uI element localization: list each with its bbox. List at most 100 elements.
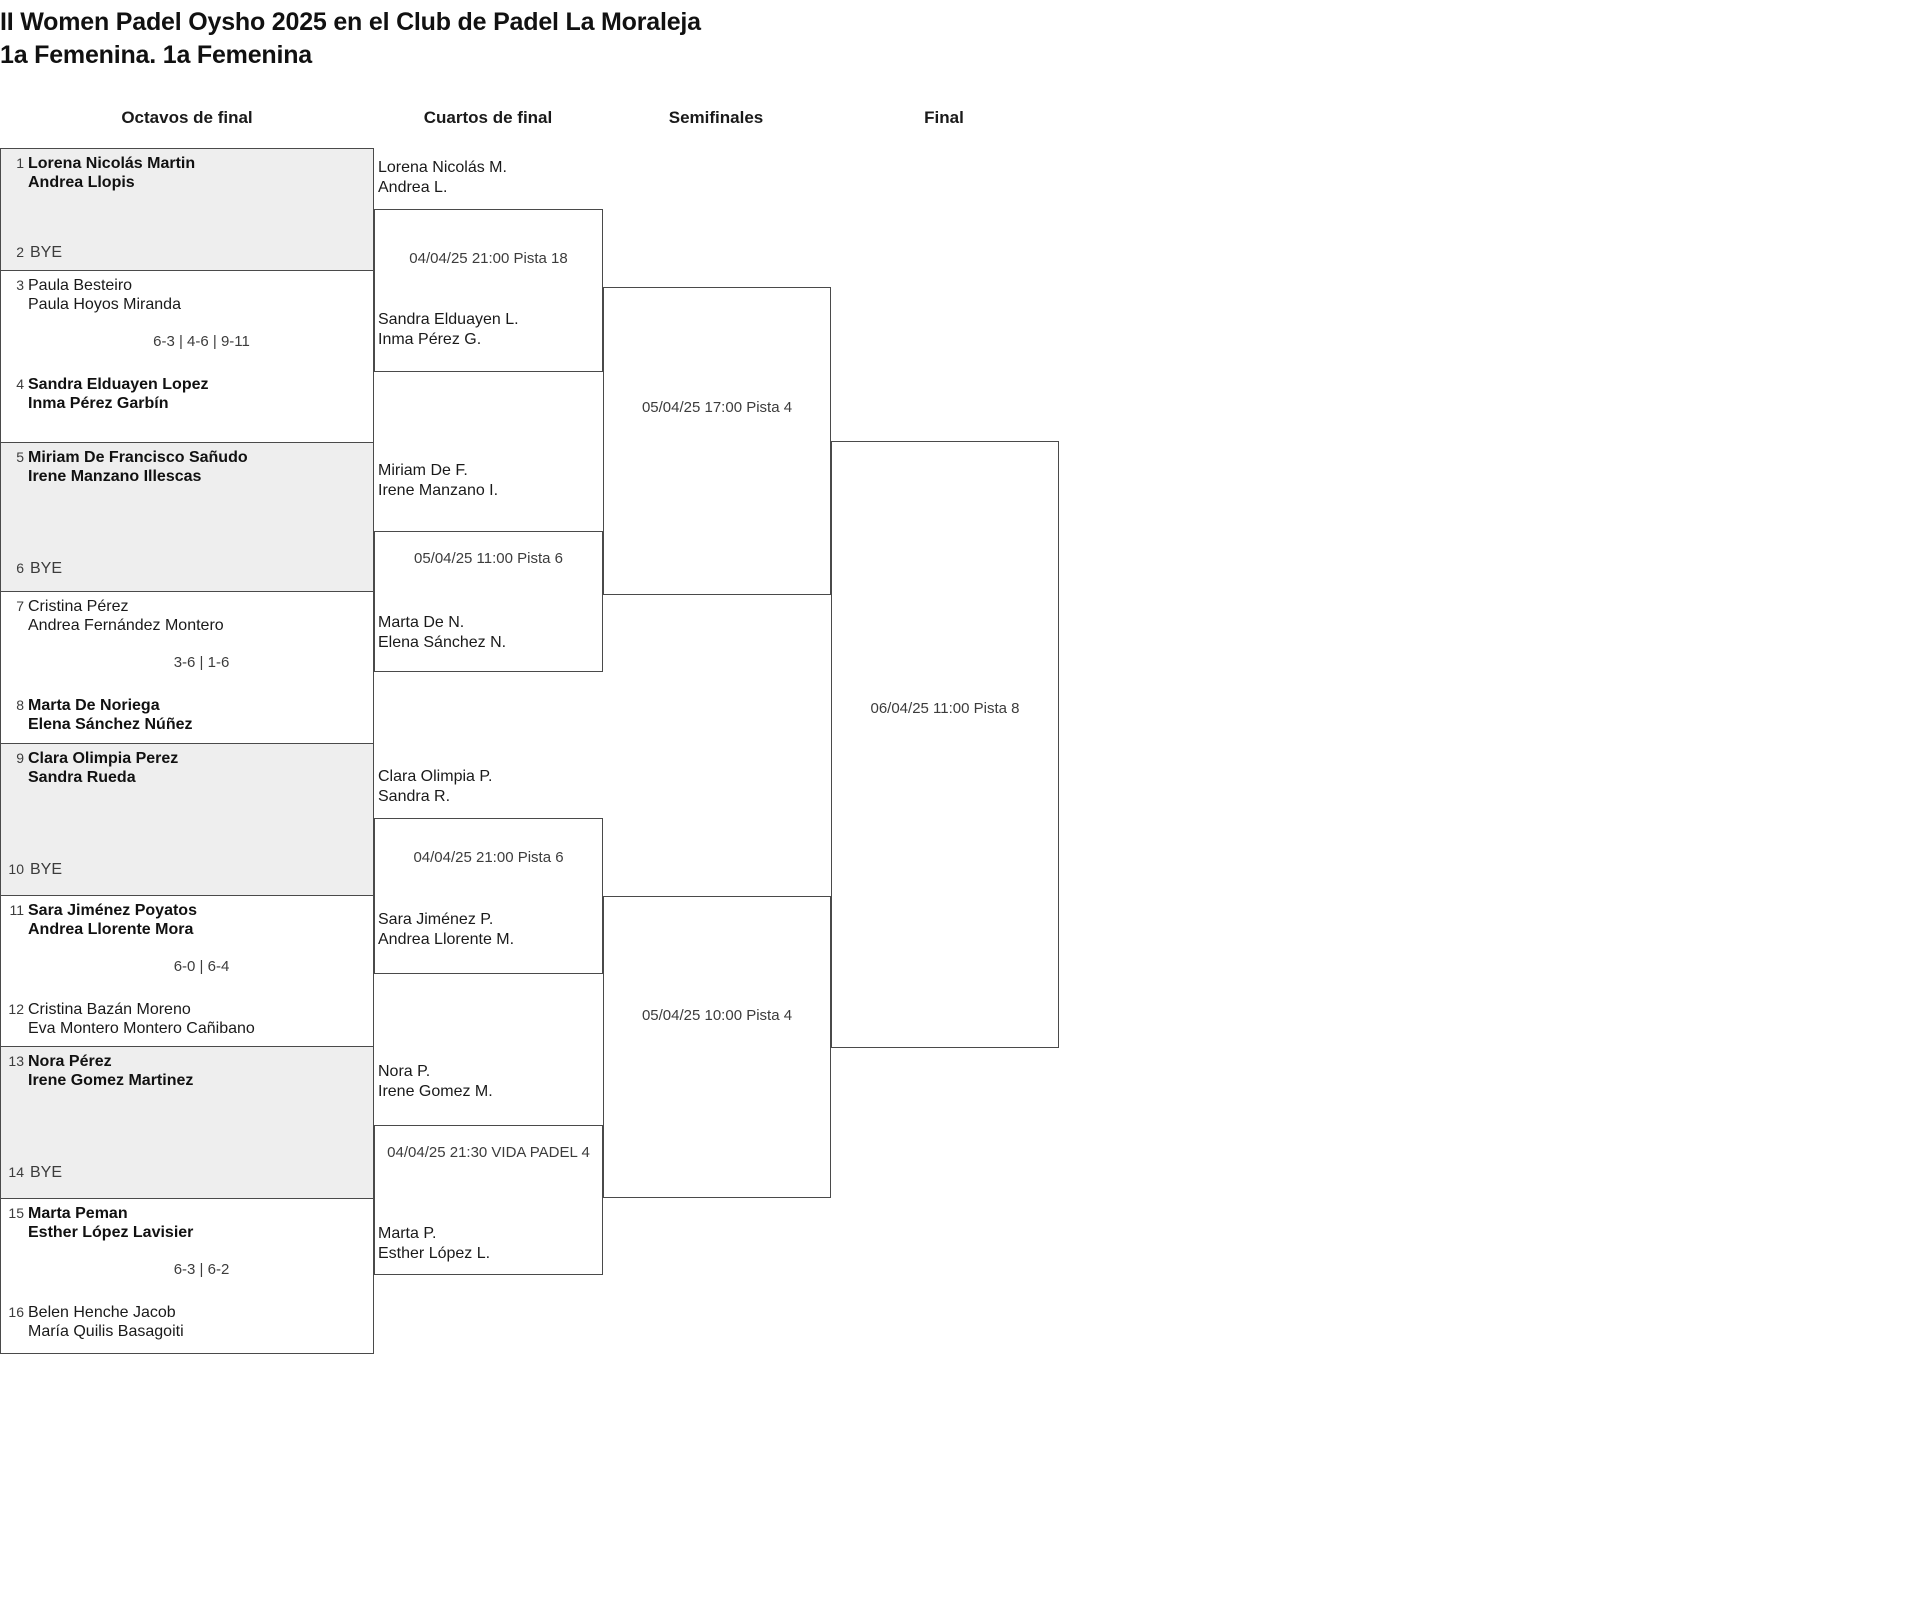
r16-slot-4-top[interactable]: 7 Cristina Pérez Andrea Fernández Monter… [1, 597, 375, 635]
qf1-team-top: Lorena Nicolás M. Andrea L. [378, 158, 608, 198]
qf3-match-box[interactable] [374, 818, 603, 974]
seed-number: 10 [8, 861, 24, 877]
r16-slot-4-bottom[interactable]: 8 Marta De Noriega Elena Sánchez Núñez [1, 696, 375, 734]
qf2-match-label: 05/04/25 11:00 Pista 6 [413, 550, 563, 567]
player-2: Irene Gomez M. [378, 1083, 493, 1100]
qf2-team-top: Miriam De F. Irene Manzano I. [378, 461, 608, 501]
player-2: Irene Gomez Martinez [28, 1072, 194, 1089]
r16-slot-1-top[interactable]: 1 Lorena Nicolás Martin Andrea Llopis [1, 154, 375, 192]
team-names: Sara Jiménez Poyatos Andrea Llorente Mor… [28, 901, 197, 939]
player-1: Marta De Noriega [28, 697, 160, 714]
player-2: Sandra R. [378, 788, 451, 805]
sf2-match-box[interactable] [603, 896, 831, 1198]
player-1: Sara Jiménez P. [378, 911, 494, 928]
team-names: Nora Pérez Irene Gomez Martinez [28, 1052, 193, 1090]
qf4-team-bottom: Marta P. Esther López L. [378, 1224, 608, 1264]
r16-slot-8-top[interactable]: 15 Marta Peman Esther López Lavisier [1, 1204, 375, 1242]
r16-match-8[interactable]: 15 Marta Peman Esther López Lavisier 6-3… [0, 1199, 374, 1354]
player-2: Andrea Llopis [28, 174, 135, 191]
player-2: Andrea L. [378, 179, 448, 196]
player-2: Elena Sánchez N. [378, 634, 507, 651]
bye-label: BYE [30, 244, 63, 261]
qf2-match-box[interactable] [374, 531, 603, 672]
player-2: Irene Manzano Illescas [28, 468, 202, 485]
r16-match-1[interactable]: 1 Lorena Nicolás Martin Andrea Llopis 2 … [0, 148, 374, 271]
r16-slot-2-top[interactable]: 3 Paula Besteiro Paula Hoyos Miranda [1, 276, 375, 314]
qf3-match-label: 04/04/25 21:00 Pista 6 [413, 849, 564, 866]
r16-match-5[interactable]: 9 Clara Olimpia Perez Sandra Rueda 10 BY… [0, 744, 374, 896]
player-1: Clara Olimpia Perez [28, 750, 179, 767]
r16-match-4[interactable]: 7 Cristina Pérez Andrea Fernández Monter… [0, 592, 374, 744]
qf4-match-label: 04/04/25 21:30 VIDA PADEL 4 [387, 1144, 590, 1161]
seed-number: 16 [8, 1304, 24, 1320]
seed-number: 15 [8, 1205, 24, 1221]
r16-slot-6-top[interactable]: 11 Sara Jiménez Poyatos Andrea Llorente … [1, 901, 375, 939]
final-match-box[interactable] [831, 441, 1059, 1048]
r16-slot-2-bottom[interactable]: 4 Sandra Elduayen Lopez Inma Pérez Garbí… [1, 375, 375, 413]
player-1: Marta De N. [378, 614, 465, 631]
r16-slot-8-bottom[interactable]: 16 Belen Henche Jacob María Quilis Basag… [1, 1303, 375, 1341]
match-score: 6-0 | 6-4 [173, 958, 230, 975]
seed-number: 13 [8, 1053, 24, 1069]
player-1: Sandra Elduayen Lopez [28, 376, 209, 393]
seed-number: 9 [16, 750, 24, 766]
player-1: Belen Henche Jacob [28, 1304, 176, 1321]
page-title: II Women Padel Oysho 2025 en el Club de … [0, 6, 1100, 72]
r16-slot-5-bottom[interactable]: 10 BYE [1, 860, 375, 879]
player-1: Sara Jiménez Poyatos [28, 902, 197, 919]
seed-number: 8 [16, 697, 24, 713]
r16-slot-1-bottom[interactable]: 2 BYE [1, 243, 375, 262]
player-1: Miriam De Francisco Sañudo [28, 449, 248, 466]
qf2-team-bottom: Marta De N. Elena Sánchez N. [378, 613, 608, 653]
title-line-2: 1a Femenina. 1a Femenina [0, 41, 312, 69]
round-header-semifinales: Semifinales [668, 108, 764, 127]
player-1: Cristina Bazán Moreno [28, 1001, 191, 1018]
r16-slot-7-bottom[interactable]: 14 BYE [1, 1163, 375, 1182]
team-names: Miriam De Francisco Sañudo Irene Manzano… [28, 448, 248, 486]
player-2: Inma Pérez G. [378, 331, 482, 348]
player-2: Irene Manzano I. [378, 482, 499, 499]
qf3-team-top: Clara Olimpia P. Sandra R. [378, 767, 608, 807]
r16-slot-5-top[interactable]: 9 Clara Olimpia Perez Sandra Rueda [1, 749, 375, 787]
team-names: Sandra Elduayen Lopez Inma Pérez Garbín [28, 375, 208, 413]
player-2: Elena Sánchez Núñez [28, 716, 193, 733]
player-1: Paula Besteiro [28, 277, 133, 294]
seed-number: 11 [9, 902, 24, 918]
team-names: Cristina Pérez Andrea Fernández Montero [28, 597, 224, 635]
sf1-match-box[interactable] [603, 287, 831, 595]
player-1: Clara Olimpia P. [378, 768, 493, 785]
player-1: Sandra Elduayen L. [378, 311, 519, 328]
player-2: Sandra Rueda [28, 769, 136, 786]
r16-slot-3-bottom[interactable]: 6 BYE [1, 559, 375, 578]
team-names: Cristina Bazán Moreno Eva Montero Monter… [28, 1000, 255, 1038]
sf1-match-label: 05/04/25 17:00 Pista 4 [641, 399, 793, 416]
seed-number: 14 [8, 1164, 24, 1180]
player-1: Cristina Pérez [28, 598, 129, 615]
player-1: Lorena Nicolás Martin [28, 155, 196, 172]
qf4-match-box[interactable] [374, 1125, 603, 1275]
r16-match-2[interactable]: 3 Paula Besteiro Paula Hoyos Miranda 6-3… [0, 271, 374, 443]
player-2: Inma Pérez Garbín [28, 395, 169, 412]
r16-match-3[interactable]: 5 Miriam De Francisco Sañudo Irene Manza… [0, 443, 374, 592]
player-1: Nora P. [378, 1063, 431, 1080]
player-2: Eva Montero Montero Cañibano [28, 1020, 255, 1037]
r16-match-6[interactable]: 11 Sara Jiménez Poyatos Andrea Llorente … [0, 896, 374, 1047]
sf2-match-label: 05/04/25 10:00 Pista 4 [641, 1007, 793, 1024]
r16-slot-3-top[interactable]: 5 Miriam De Francisco Sañudo Irene Manza… [1, 448, 375, 486]
r16-match-7[interactable]: 13 Nora Pérez Irene Gomez Martinez 14 BY… [0, 1047, 374, 1199]
team-names: Marta Peman Esther López Lavisier [28, 1204, 193, 1242]
r16-slot-7-top[interactable]: 13 Nora Pérez Irene Gomez Martinez [1, 1052, 375, 1090]
qf1-match-box[interactable] [374, 209, 603, 372]
bye-label: BYE [30, 560, 63, 577]
seed-number: 5 [16, 449, 24, 465]
seed-number: 2 [16, 244, 24, 260]
bye-label: BYE [30, 861, 63, 878]
match-score: 6-3 | 6-2 [173, 1261, 230, 1278]
r16-slot-6-bottom[interactable]: 12 Cristina Bazán Moreno Eva Montero Mon… [1, 1000, 375, 1038]
team-names: Marta De Noriega Elena Sánchez Núñez [28, 696, 193, 734]
final-match-label: 06/04/25 11:00 Pista 8 [870, 700, 1020, 717]
player-1: Lorena Nicolás M. [378, 159, 507, 176]
player-2: Esther López L. [378, 1245, 491, 1262]
qf1-team-bottom: Sandra Elduayen L. Inma Pérez G. [378, 310, 608, 350]
